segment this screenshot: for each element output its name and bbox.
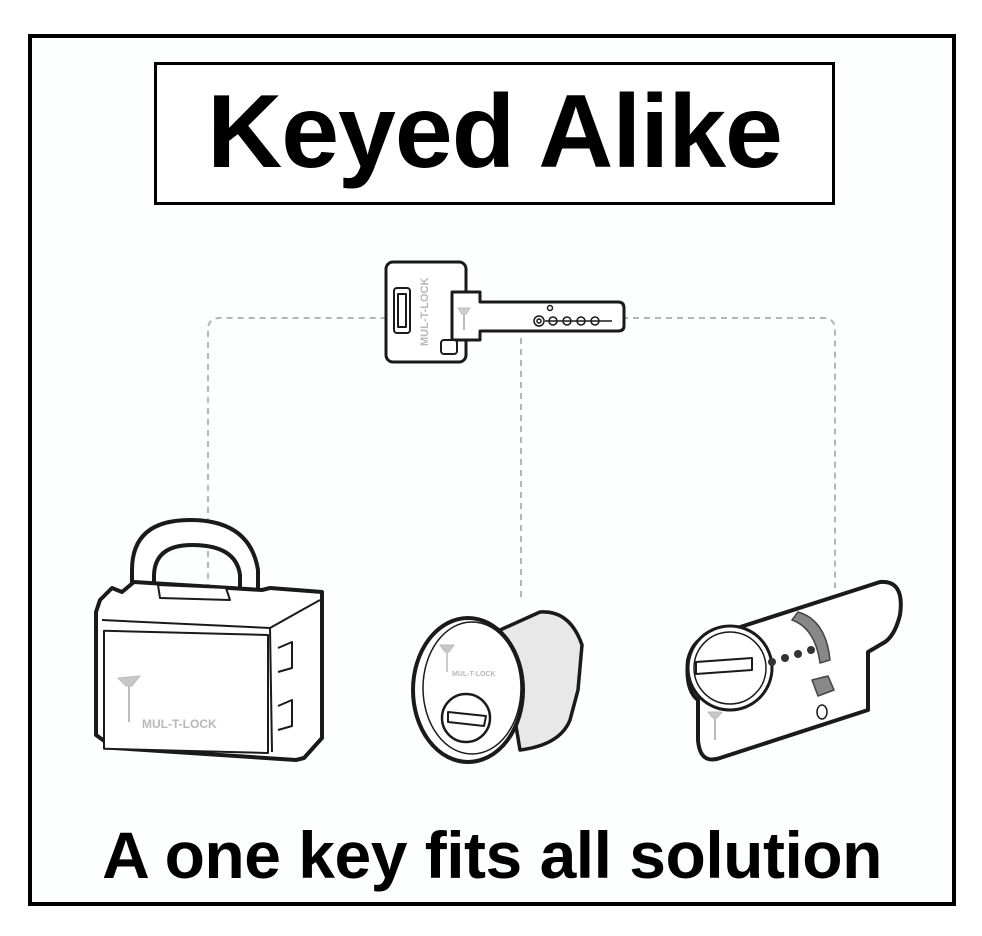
page-title: Keyed Alike (207, 73, 783, 190)
cylinder-brand-text: MUL-T-LOCK (452, 671, 496, 678)
padlock-brand-text: MUL-T-LOCK (142, 717, 217, 731)
connector-left (207, 317, 388, 590)
padlock-icon: MUL-T-LOCK (94, 518, 324, 762)
mortise-cylinder-icon: MUL-T-LOCK (411, 610, 584, 764)
key-brand-text: MUL-T-LOCK (419, 278, 431, 346)
connector-right (622, 317, 836, 588)
key-icon: MUL-T-LOCK (384, 260, 626, 364)
footer-tagline: A one key fits all solution (102, 818, 882, 892)
euro-cylinder-icon (685, 579, 903, 762)
dashed-connectors (207, 317, 836, 598)
title-box: Keyed Alike (154, 62, 835, 205)
